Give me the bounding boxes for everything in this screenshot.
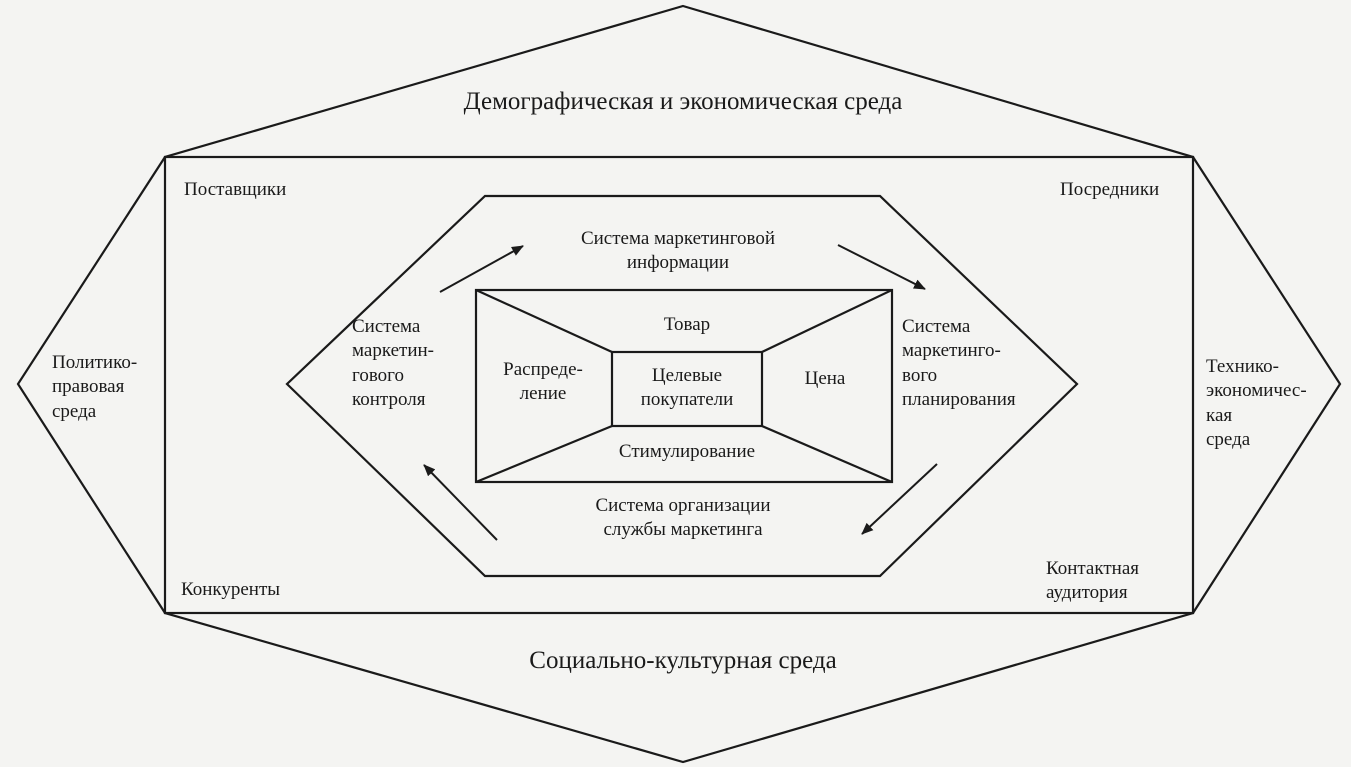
political-legal-environment-label: Политико- правовая среда [52, 352, 138, 422]
marketing-information-system-label: Система маркетинговой информации [580, 228, 776, 274]
demographic-economic-environment-label: Демографическая и экономическая среда [463, 88, 903, 115]
distribution-label: Распреде- ление [503, 359, 583, 405]
marketing-organization-system-label: Система организации службы маркетинга [595, 495, 771, 541]
technical-economic-environment-label: Технико- экономичес- кая среда [1206, 356, 1307, 450]
intermediaries-label: Посредники [1060, 179, 1160, 200]
diagonal-bottom-left [475, 424, 613, 484]
social-cultural-environment-label: Социально-культурная среда [529, 647, 837, 674]
arrow-control-to-information [439, 245, 524, 293]
inner-hexagon [285, 194, 1079, 578]
target-customers-box [610, 350, 764, 428]
contact-audience-label: Контактная аудитория [1046, 558, 1139, 604]
competitors-label: Конкуренты [181, 579, 281, 600]
marketing-mix-rectangle [474, 288, 894, 484]
arrow-information-to-planning [837, 244, 926, 290]
outer-octagon [16, 4, 1342, 764]
marketing-planning-system-label: Система маркетинго- вого планирования [902, 316, 1016, 410]
diagonal-bottom-right [761, 424, 893, 484]
target-customers-label: Целевые покупатели [640, 365, 734, 411]
diagonal-top-left [475, 288, 613, 354]
environment-rectangle [163, 155, 1195, 615]
arrow-organization-to-control [423, 464, 498, 541]
price-label: Цена [804, 368, 846, 389]
diagonal-top-right [761, 289, 893, 353]
arrow-planning-to-organization [861, 463, 938, 535]
marketing-control-system-label: Система маркетин- гового контроля [352, 316, 434, 410]
product-label: Товар [663, 314, 711, 335]
promotion-label: Стимулирование [618, 441, 756, 462]
suppliers-label: Поставщики [184, 179, 287, 200]
